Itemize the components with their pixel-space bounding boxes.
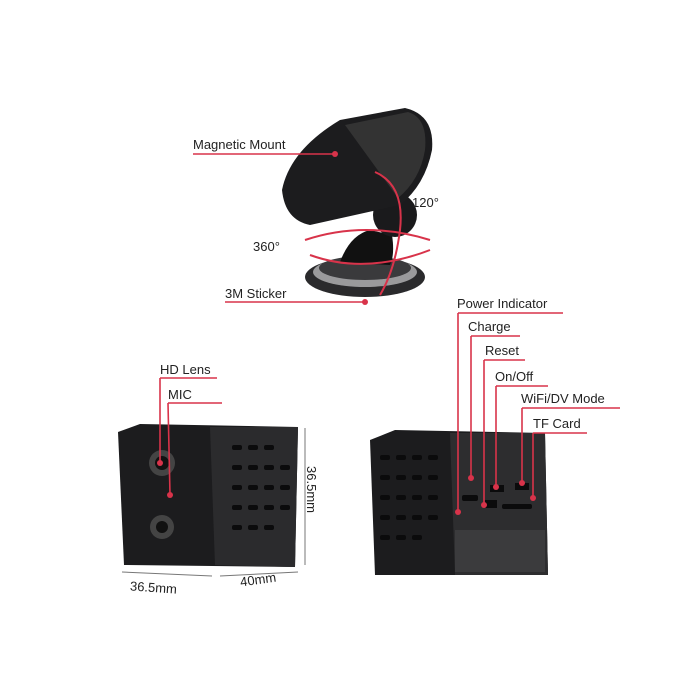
tilt-angle-label: 120° <box>412 195 439 210</box>
hd-lens-label: HD Lens <box>160 362 211 377</box>
on-off-label: On/Off <box>495 369 534 384</box>
wifi-dv-mode-label: WiFi/DV Mode <box>521 391 605 406</box>
dimension-lines <box>121 428 306 577</box>
callout-dots <box>157 151 536 515</box>
mic-label: MIC <box>168 387 192 402</box>
rotation-angle-label: 360° <box>253 239 280 254</box>
camera-front-illustration <box>118 424 298 567</box>
camera-back-illustration <box>370 430 548 575</box>
height-dimension-label: 36.5mm <box>303 466 319 513</box>
magnetic-mount-illustration <box>282 108 433 297</box>
sticker-label: 3M Sticker <box>225 286 287 301</box>
charge-label: Charge <box>468 319 511 334</box>
rotation-arrow-icon <box>304 171 431 296</box>
callout-lines <box>159 153 620 512</box>
width-dimension-label: 36.5mm <box>129 578 178 597</box>
power-indicator-label: Power Indicator <box>457 296 548 311</box>
magnetic-mount-label: Magnetic Mount <box>193 137 286 152</box>
tf-card-label: TF Card <box>533 416 581 431</box>
reset-label: Reset <box>485 343 519 358</box>
